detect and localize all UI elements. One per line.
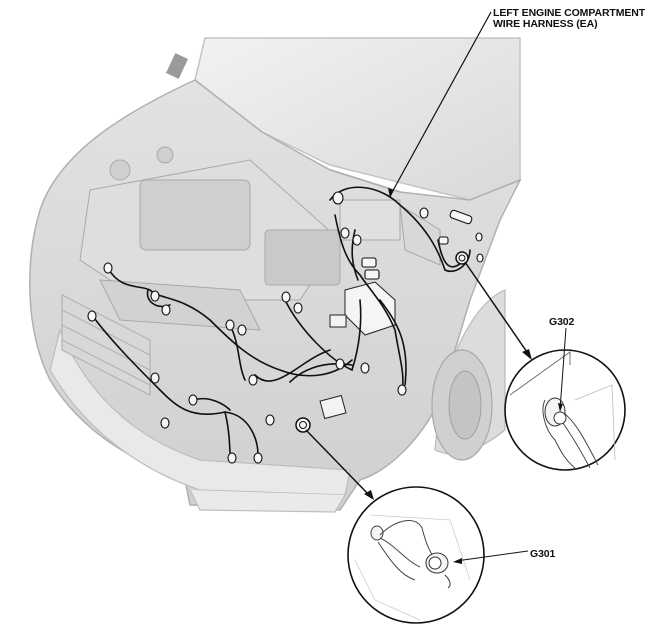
harness-label-line2: WIRE HARNESS (EA) (493, 18, 598, 30)
g301-label: G301 (530, 548, 556, 560)
g302-ground-point (455, 251, 469, 265)
grille (61, 294, 151, 396)
engine-compartment (79, 146, 441, 331)
harness-label-line1: LEFT ENGINE COMPARTMENT (493, 7, 646, 19)
wire-harness-ea (91, 186, 471, 461)
g302-ground-point-inner (458, 254, 466, 262)
g301-ground-point-inner (299, 421, 307, 429)
g302-callout-arrow (464, 261, 532, 360)
harness-leader-line (388, 11, 492, 198)
g302-label: G302 (549, 316, 575, 328)
g302-detail-view (504, 327, 626, 471)
g301-ground-point (295, 417, 311, 433)
harness-connectors (87, 191, 484, 464)
g301-detail-view (347, 486, 529, 624)
harness-label: LEFT ENGINE COMPARTMENT WIRE HARNESS (EA… (493, 8, 645, 30)
g301-callout-arrow (305, 429, 374, 500)
fuse-box (319, 281, 396, 420)
